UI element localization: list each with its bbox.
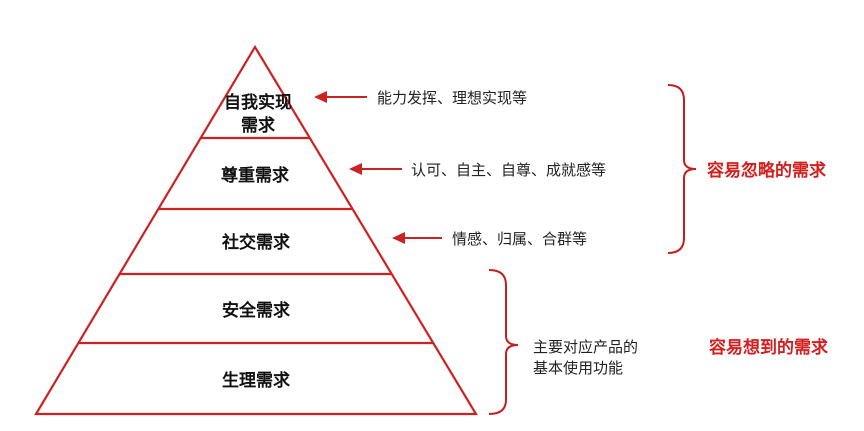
arrow-self-actualization <box>314 91 367 103</box>
pyramid-outline <box>34 44 478 416</box>
group-overlooked-label: 容易忽略的需求 <box>707 160 826 181</box>
note-esteem: 认可、自主、自尊、成就感等 <box>411 161 606 179</box>
note-basic-line1: 主要对应产品的 <box>533 338 638 356</box>
group-obvious-label: 容易想到的需求 <box>709 337 828 358</box>
note-self-actualization: 能力发挥、理想实现等 <box>377 89 527 107</box>
level-physiological: 生理需求 <box>222 370 290 391</box>
level-self-actualization-line1: 自我实现 <box>224 92 292 113</box>
arrow-social <box>392 232 442 244</box>
note-social: 情感、归属、合群等 <box>452 230 587 248</box>
bracket-obvious <box>488 269 519 415</box>
bracket-overlooked <box>667 84 697 254</box>
level-social: 社交需求 <box>221 232 290 253</box>
level-safety: 安全需求 <box>222 300 290 321</box>
arrow-esteem <box>349 163 402 175</box>
level-self-actualization-line2: 需求 <box>241 115 275 136</box>
note-basic-line2: 基本使用功能 <box>533 359 623 377</box>
level-esteem: 尊重需求 <box>221 165 289 186</box>
